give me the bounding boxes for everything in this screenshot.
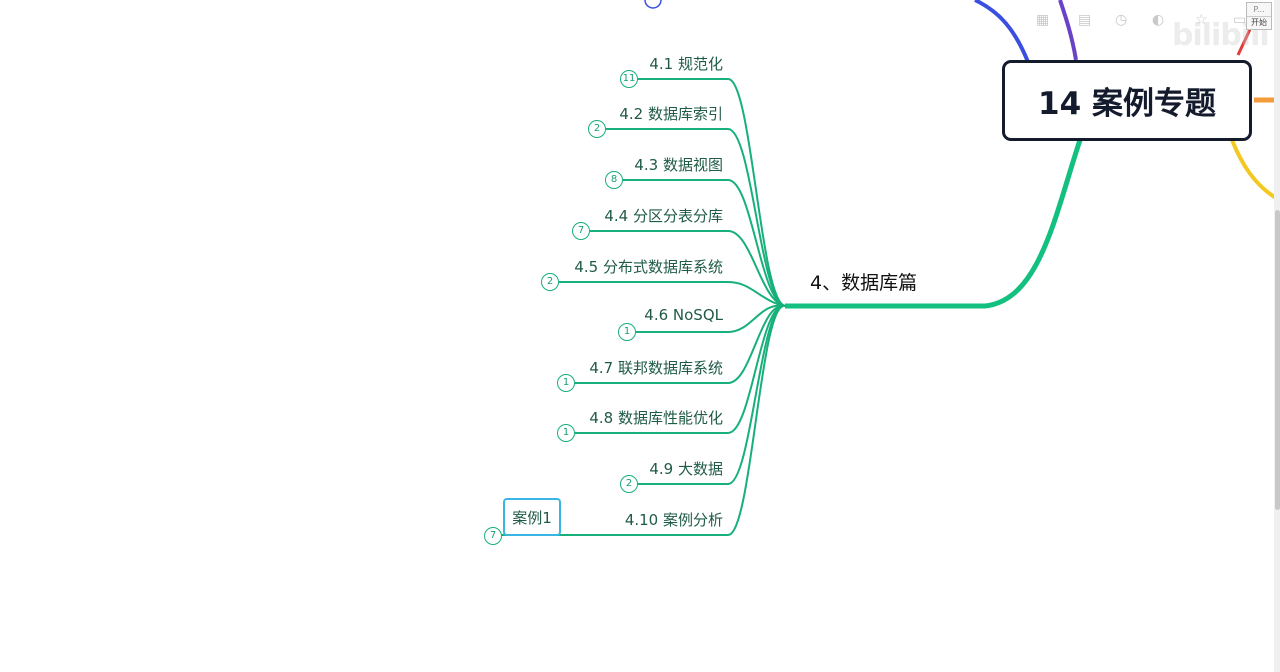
trunk-line [785,139,1083,309]
scrollbar-thumb[interactable] [1275,210,1280,510]
root-node-label: 14 案例专题 [1038,86,1216,122]
branch-count-badge[interactable]: 11 [620,70,638,88]
branch-node-label[interactable]: 4.5 分布式数据库系统 [574,258,723,276]
star-icon[interactable]: ☆ [1195,12,1208,28]
branch-connector [623,179,786,307]
branch-connector [606,128,786,307]
branch-connector [575,305,786,434]
contrast-icon[interactable]: ◐ [1152,12,1165,28]
branch-count-badge[interactable]: 7 [572,222,590,240]
case-node-label: 案例1 [512,508,552,527]
clock-icon[interactable]: ◷ [1115,12,1128,28]
branch-count-badge[interactable]: 1 [618,323,636,341]
window-icon[interactable]: ▭ [1233,12,1247,28]
branch-count-badge[interactable]: 2 [541,273,559,291]
root-node[interactable]: 14 案例专题 [1002,60,1252,141]
branch-count-badge[interactable]: 1 [557,374,575,392]
branch-connector [638,78,786,307]
yellow-branch-line [1230,139,1278,200]
branch-node-label[interactable]: 4.6 NoSQL [644,306,723,324]
danmaku-icon[interactable]: ▤ [1078,12,1092,28]
branch-count-badge[interactable]: 2 [620,475,638,493]
purple-branch-line [1058,0,1078,61]
branch-node-label[interactable]: 4.1 规范化 [649,55,723,73]
case-node[interactable]: 案例1 [503,498,561,536]
branch-connector [638,305,786,485]
branch-connector [590,230,786,307]
subtitle-icon[interactable]: ▦ [1036,12,1050,28]
branch-connector [559,281,786,307]
blue-branch-line [974,0,1030,63]
branch-node-label[interactable]: 4.3 数据视图 [634,156,723,174]
branch-node-label[interactable]: 4.7 联邦数据库系统 [589,359,723,377]
branch-count-badge[interactable]: 2 [588,120,606,138]
branch-lines [493,78,786,536]
branch-connector [636,304,786,333]
branch-node-label[interactable]: 4.2 数据库索引 [619,105,723,123]
branch-node-label[interactable]: 4.8 数据库性能优化 [589,409,723,427]
branch-node-label[interactable]: 4.4 分区分表分库 [604,207,723,225]
branch-node-label[interactable]: 4.9 大数据 [649,460,723,478]
start-widget-top: P... [1253,5,1265,14]
case-node-count-badge[interactable]: 7 [484,527,502,545]
branch-node-label[interactable]: 4.10 案例分析 [624,511,723,529]
branch-count-badge[interactable]: 1 [557,424,575,442]
top-circle-marker [644,0,662,9]
start-widget-label: 开始 [1247,16,1271,29]
branch-connector [505,305,786,536]
branch-connector [575,304,786,384]
start-widget[interactable]: P... 开始 [1246,2,1272,30]
center-node[interactable]: 4、数据库篇 [810,272,918,294]
branch-count-badge[interactable]: 8 [605,171,623,189]
